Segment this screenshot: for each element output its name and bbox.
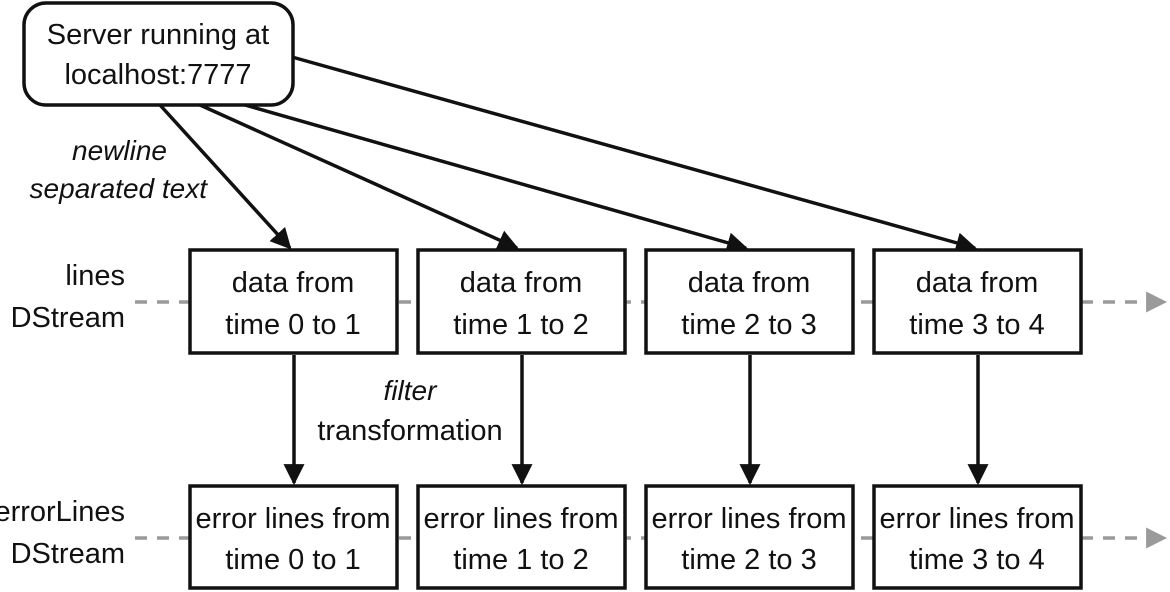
arrow-server-to-data-0 xyxy=(158,103,292,250)
arrow-server-to-data-3 xyxy=(291,55,978,254)
arrow-server-to-data-1 xyxy=(199,103,519,250)
filter-annotation-line1: filter xyxy=(384,375,439,406)
error-box-label-line1: error lines from xyxy=(652,503,847,535)
data-box-label-line1: data from xyxy=(688,267,811,299)
errorlines-stream-label-line1: errorLines xyxy=(0,496,125,528)
lines-stream-label-line2: DStream xyxy=(11,302,125,334)
error-box-label-line1: error lines from xyxy=(196,503,391,535)
error-box-label-line2: time 2 to 3 xyxy=(681,544,816,576)
error-box-2: error lines from time 2 to 3 xyxy=(644,484,855,590)
error-box-label-line1: error lines from xyxy=(880,503,1075,535)
server-label-line1: Server running at xyxy=(47,19,269,51)
data-box-label-line1: data from xyxy=(460,267,583,299)
data-box-0: data from time 0 to 1 xyxy=(188,248,399,355)
data-box-label-line2: time 0 to 1 xyxy=(225,309,360,341)
newline-annotation-line2: separated text xyxy=(30,173,209,204)
data-box-label-line2: time 2 to 3 xyxy=(681,309,816,341)
data-box-2: data from time 2 to 3 xyxy=(644,248,855,355)
newline-annotation-line1: newline xyxy=(72,135,167,166)
server-label-line2: localhost:7777 xyxy=(64,59,251,91)
error-box-label-line2: time 0 to 1 xyxy=(225,544,360,576)
error-box-label-line2: time 3 to 4 xyxy=(909,544,1044,576)
data-box-3: data from time 3 to 4 xyxy=(872,248,1083,355)
data-box-label-line2: time 1 to 2 xyxy=(453,309,588,341)
data-box-label-line1: data from xyxy=(232,267,355,299)
data-box-1: data from time 1 to 2 xyxy=(416,248,627,355)
error-box-label-line1: error lines from xyxy=(424,503,619,535)
data-box-label-line1: data from xyxy=(916,267,1039,299)
server-box xyxy=(22,1,295,107)
error-box-3: error lines from time 3 to 4 xyxy=(872,484,1083,590)
error-box-1: error lines from time 1 to 2 xyxy=(416,484,627,590)
error-box-0: error lines from time 0 to 1 xyxy=(188,484,399,590)
arrow-server-to-data-2 xyxy=(244,103,749,253)
error-box-label-line2: time 1 to 2 xyxy=(453,544,588,576)
errorlines-stream-label-line2: DStream xyxy=(11,538,125,570)
data-box-label-line2: time 3 to 4 xyxy=(909,309,1044,341)
filter-annotation-line2: transformation xyxy=(317,415,502,447)
lines-stream-label-line1: lines xyxy=(65,260,125,292)
